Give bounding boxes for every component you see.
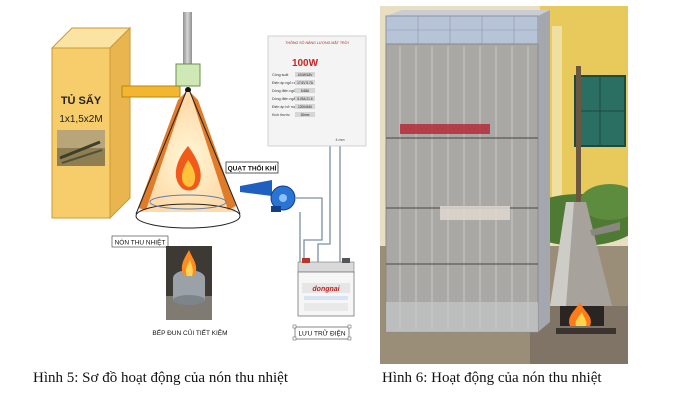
drying-cabinet: TỦ SẤY 1x1,5x2M — [50, 26, 132, 220]
spec-row-value: 6.05A 21.6 — [297, 97, 312, 101]
cable-label: 4 mm — [336, 138, 345, 142]
panel-power: 100W — [292, 58, 319, 69]
spec-row-label: Điện áp ngõ ra — [272, 81, 296, 85]
wiring — [296, 140, 341, 270]
spec-row-value: 5.68A — [301, 89, 310, 93]
cone-collar — [175, 63, 201, 87]
spec-value-box — [295, 104, 315, 109]
blower-label-box — [225, 161, 279, 174]
spec-value-box — [295, 112, 315, 117]
heat-cone-label-box — [111, 235, 169, 248]
spec-row-value: 1200x540 — [298, 105, 312, 109]
stove-label: BẾP ĐUN CỦI TIẾT KIỆM — [152, 327, 227, 337]
spec-row-label: Công suất — [272, 73, 288, 77]
operation-diagram: TỦ SẤY 1x1,5x2M QUẠT THỔI KHÍ — [50, 12, 367, 341]
field-operation-photo — [380, 6, 628, 364]
spec-row-value: 17.6V 5.7A — [297, 81, 314, 85]
spec-row-label: Dòng điện ngắn mạch — [272, 96, 307, 101]
stove-photo — [166, 246, 212, 320]
hot-air-duct — [121, 85, 181, 98]
spec-value-box — [295, 96, 315, 101]
spec-row-label: Điện áp hở mạch — [272, 105, 300, 109]
spec-row-label: Kích thước — [272, 113, 290, 117]
spec-row-value: 100W/18V — [298, 73, 314, 77]
chimney-pipe — [183, 12, 192, 68]
battery-brand: dongnai — [312, 286, 340, 293]
cabinet-size: 1x1,5x2M — [59, 114, 102, 125]
spec-row-label: Dòng điện ngõ ra — [272, 89, 300, 93]
spec-value-box — [295, 72, 315, 77]
dried-product-photo — [57, 130, 105, 166]
cabinet-title: TỦ SẤY — [61, 94, 102, 107]
battery: dongnai — [297, 258, 355, 317]
battery-label: LƯU TRỮ ĐIỆN — [298, 329, 345, 338]
spec-value-box — [295, 88, 315, 93]
heat-cone-label: NÓN THU NHIỆT — [115, 238, 166, 247]
spec-sheet-title: THÔNG SỐ NĂNG LƯỢNG MẶT TRỜI — [285, 40, 348, 45]
battery-label-box: LƯU TRỮ ĐIỆN — [292, 324, 352, 341]
blower-label: QUẠT THỔI KHÍ — [228, 164, 277, 173]
spec-row-value: 30mm — [301, 113, 310, 117]
blower-fan-icon — [240, 180, 296, 212]
right-figure-caption: Hình 6: Hoạt động của nón thu nhiệt — [382, 370, 602, 386]
panel-spec-sheet: THÔNG SỐ NĂNG LƯỢNG MẶT TRỜI 100W Công s… — [267, 35, 367, 147]
left-figure-caption: Hình 5: Sơ đồ hoạt động của nón thu nhiệ… — [33, 370, 288, 386]
flame-icon — [175, 146, 201, 191]
spec-value-box — [295, 80, 315, 85]
cone-top-point — [185, 87, 191, 93]
